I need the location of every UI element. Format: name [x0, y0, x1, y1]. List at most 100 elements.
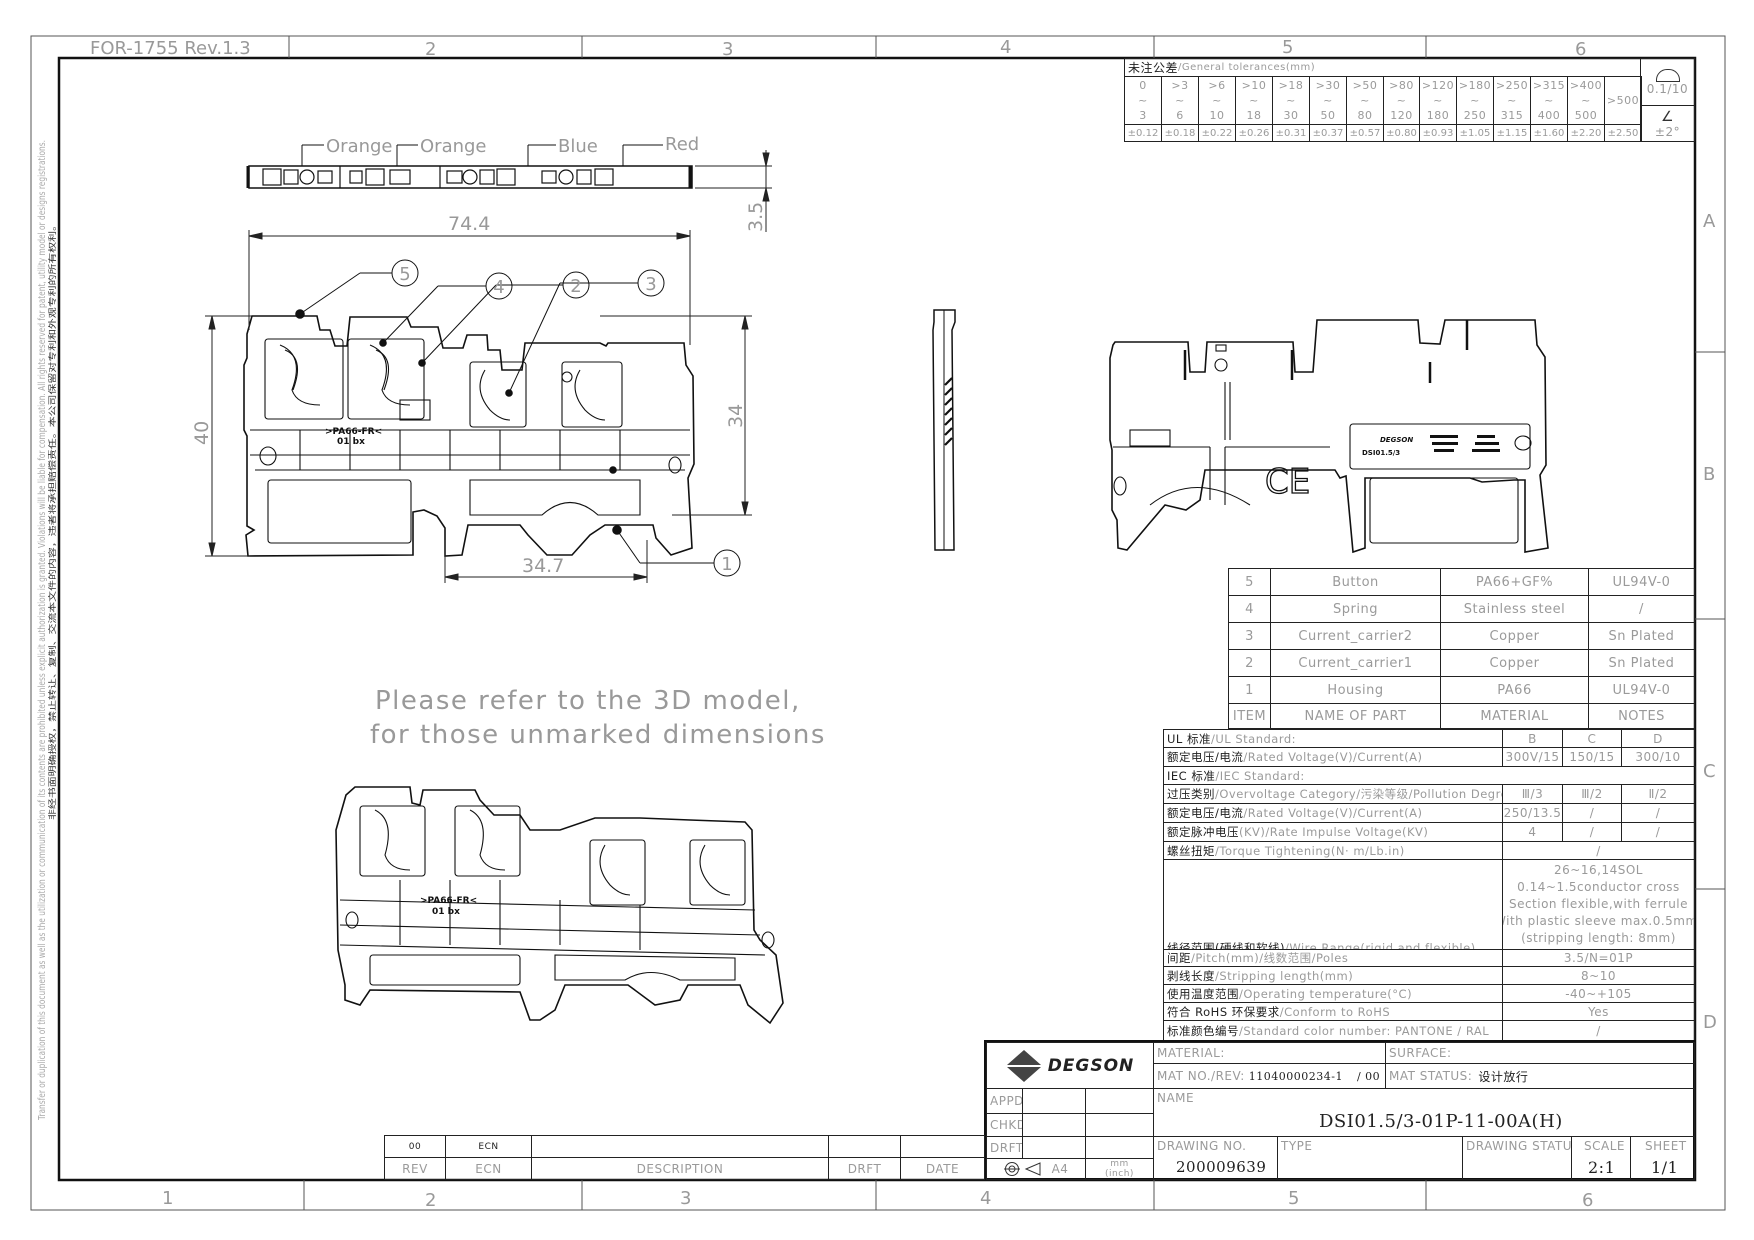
- mat-rev-value: / 00: [1356, 1069, 1381, 1083]
- zone-row-b: B: [1703, 464, 1715, 485]
- parts-cell-notes: Sn Plated: [1588, 649, 1695, 677]
- surface-label: SURFACE:: [1389, 1046, 1452, 1060]
- range-to: 50: [1320, 109, 1336, 122]
- range-to: 500: [1574, 109, 1598, 122]
- chkd-date-field[interactable]: [1085, 1113, 1154, 1137]
- spec-value-d: 300/10: [1621, 747, 1695, 767]
- third-angle-projection-icon: [1003, 1162, 1041, 1176]
- revision-header-date: DATE: [900, 1157, 985, 1180]
- range-tilde: ~: [1286, 94, 1296, 107]
- range-tilde: ~: [1396, 94, 1407, 107]
- spec-value-d: D: [1621, 729, 1695, 748]
- appd-label-text: APPD:: [990, 1094, 1023, 1108]
- dim-thickness: 3.5: [745, 202, 767, 232]
- spec-value-c: /: [1562, 822, 1622, 842]
- spec-label: UL 标准/UL Standard:: [1163, 729, 1503, 748]
- tolerance-value: ±0.22: [1198, 124, 1236, 142]
- range-tilde: ~: [1470, 94, 1480, 107]
- angle-icon: ∠: [1660, 108, 1675, 125]
- parts-header-item: ITEM: [1228, 703, 1271, 729]
- sheet-field: SHEET 1/1: [1630, 1136, 1695, 1180]
- zone-labels: FOR-1755 Rev.1.3 2 3 4 5 6 1 2 3 4 5 6 A…: [90, 37, 1717, 1211]
- angle-tolerance: ∠ ±2°: [1640, 105, 1695, 142]
- tolerance-value: ±0.12: [1124, 124, 1162, 142]
- spec-label-en: /Pitch(mm)/线数范围/Poles: [1191, 951, 1349, 965]
- range-from: >400: [1569, 79, 1603, 92]
- general-tolerance-table: 未注公差/General tolerances(mm) 0.1/10 ∠ ±2°…: [1124, 58, 1695, 142]
- revision-description-value: [531, 1135, 829, 1158]
- range-from: 0: [1139, 79, 1147, 92]
- revision-table: 00 ECN REV ECN DESCRIPTION DRFT DATE: [384, 1135, 985, 1180]
- tolerance-range: >30~50: [1309, 76, 1347, 125]
- spec-label-cn: 剥线长度: [1167, 968, 1215, 983]
- tolerance-range: >3~6: [1161, 76, 1199, 125]
- spec-value-d: /: [1621, 803, 1695, 823]
- tolerance-title-cn: 未注公差: [1128, 61, 1179, 75]
- zone-bottom-4: 4: [980, 1188, 991, 1209]
- drawing-status-label: DRAWING STATUS: [1466, 1139, 1572, 1153]
- appd-date-field[interactable]: [1085, 1088, 1154, 1114]
- material-field: MATERIAL:: [1153, 1042, 1386, 1064]
- spec-label-cn: 线径范围(硬线和软线): [1167, 941, 1285, 950]
- revision-header-drft: DRFT: [828, 1157, 901, 1180]
- tolerance-value: ±0.31: [1272, 124, 1310, 142]
- range-tilde: ~: [1175, 94, 1185, 107]
- parts-cell-item: 1: [1228, 676, 1271, 704]
- margin-copyright-note: Transfer or duplication of this document…: [37, 140, 57, 1121]
- mat-no-value: 11040000234-1: [1248, 1069, 1343, 1083]
- degson-logo-icon: [1006, 1049, 1041, 1082]
- zone-row-a: A: [1703, 211, 1716, 232]
- zone-bottom-3: 3: [680, 1188, 691, 1209]
- range-to: 80: [1357, 109, 1373, 122]
- revision-date-value: [900, 1135, 985, 1158]
- marking-material: >PA66-FR<: [325, 427, 382, 437]
- appd-name-field[interactable]: [1022, 1088, 1086, 1114]
- parts-cell-name: Housing: [1270, 676, 1441, 704]
- range-to: 180: [1426, 109, 1450, 122]
- color-label-1: Orange: [326, 136, 393, 157]
- company-logo: DEGSON: [986, 1042, 1154, 1089]
- spec-value-b: 300V/15: [1502, 747, 1563, 767]
- revision-header-rev: REV: [384, 1157, 446, 1180]
- tolerance-range: >10~18: [1235, 76, 1273, 125]
- spec-label: 螺丝扭矩/Torque Tightening(N· m/Lb.in): [1163, 841, 1503, 860]
- spec-label-en: /Stripping length(mm): [1215, 968, 1354, 983]
- balloon-5: [391, 259, 419, 287]
- dim-height-inner: 34: [725, 404, 747, 428]
- spec-label-cn: 额定电压/电流: [1167, 806, 1244, 820]
- spec-label-cn: 标准颜色编号: [1167, 1023, 1239, 1038]
- tolerance-title-en: /General tolerances(mm): [1178, 62, 1316, 73]
- balloon-4-number: 4: [493, 277, 504, 298]
- revision-header-description: DESCRIPTION: [531, 1157, 829, 1180]
- range-to: 18: [1246, 109, 1262, 122]
- spec-label-en: /Overvoltage Category/污染等级/Pollution Deg…: [1215, 787, 1503, 801]
- range-from: >315: [1532, 79, 1566, 92]
- balloon-5-number: 5: [399, 264, 410, 285]
- range-from: >250: [1495, 79, 1529, 92]
- drft-label-text: DRFT:: [990, 1140, 1023, 1155]
- range-from: >3: [1171, 79, 1189, 92]
- mat-status-label: MAT STATUS:: [1389, 1069, 1473, 1083]
- range-tilde: ~: [1249, 94, 1259, 107]
- top-view-color-labels: Orange Orange Blue Red: [326, 134, 699, 157]
- range-from: >18: [1278, 79, 1304, 92]
- spec-label: IEC 标准/IEC Standard:: [1163, 766, 1696, 785]
- spec-label-cn: 螺丝扭矩: [1167, 843, 1215, 858]
- dim-height: 40: [191, 421, 213, 445]
- range-to: 3: [1139, 109, 1147, 122]
- tolerance-value: ±0.18: [1161, 124, 1199, 142]
- zone-row-d: D: [1703, 1012, 1717, 1033]
- drft-name-field[interactable]: [1022, 1136, 1086, 1159]
- spec-label-cn: 间距: [1167, 951, 1191, 965]
- drft-date-field[interactable]: [1085, 1136, 1154, 1159]
- margin-note-en: Transfer or duplication of this document…: [37, 140, 48, 1121]
- chkd-name-field[interactable]: [1022, 1113, 1086, 1137]
- balloon-2: [562, 271, 590, 299]
- zone-bottom-5: 5: [1288, 1188, 1299, 1209]
- drawing-status-field: DRAWING STATUS: [1462, 1136, 1572, 1180]
- ce-mark: CE: [1265, 462, 1310, 502]
- tolerance-value: ±0.80: [1383, 124, 1420, 142]
- spec-label-en: /Rated Voltage(V)/Current(A): [1243, 806, 1423, 820]
- spec-value: /: [1502, 841, 1695, 860]
